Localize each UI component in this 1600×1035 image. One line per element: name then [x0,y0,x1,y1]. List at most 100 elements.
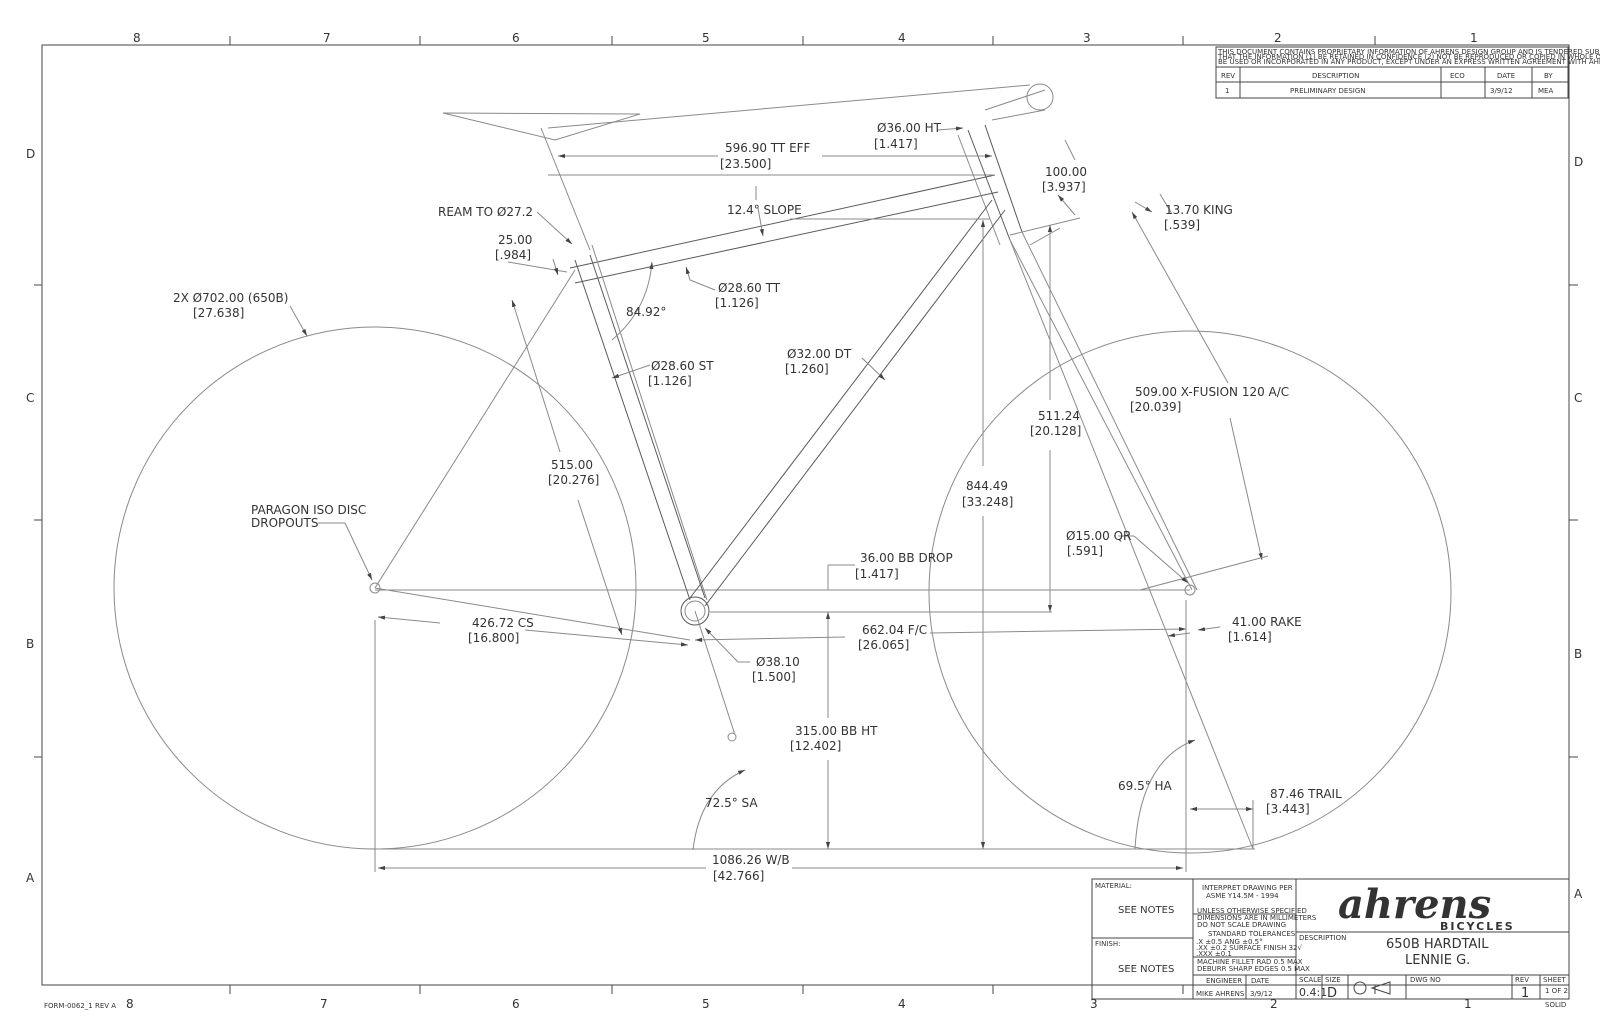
dim-tt-eff-in: [23.500] [720,157,771,171]
dim-rake: 41.00 RAKE [1232,615,1302,629]
unless-line: DIMENSIONS ARE IN MILLIMETERS [1197,914,1317,922]
dim-515: 515.00 [551,458,593,472]
front-wheel-outline [928,330,1452,854]
dim-qr: Ø15.00 QR [1066,529,1131,543]
dim-100: 100.00 [1045,165,1087,179]
zone-col-label: 8 [126,997,134,1011]
dim-fc-in: [26.065] [858,638,909,652]
interpret-line: INTERPRET DRAWING PER [1202,884,1293,892]
tol-line: .XX ±0.2 SURFACE FINISH 32√ [1196,944,1303,952]
dim-bb-drop-in: [1.417] [855,567,899,581]
brand-logo-sub: BICYCLES [1440,920,1515,933]
engineer-value: MIKE AHRENS [1196,990,1245,998]
form-id: FORM-0062_1 REV A [44,1002,116,1010]
chainstay [374,587,691,641]
dim-511-in: [20.128] [1030,424,1081,438]
rear-dropout [369,582,381,594]
size-value: D [1327,986,1337,1001]
dim-ha: 69.5° HA [1118,779,1173,793]
scale-value: 0.4:1 [1299,986,1327,999]
zone-col-label: 7 [320,997,328,1011]
dim-st-dia: Ø28.60 ST [651,359,714,373]
solid-label: SOLID [1545,1001,1566,1009]
zone-col-label: 4 [898,997,906,1011]
note-dropouts: PARAGON ISO DISC [251,503,366,517]
dim-trail-in: [3.443] [1266,802,1310,816]
eco-header: ECO [1450,72,1465,80]
zone-row-label: D [26,147,35,161]
description-label: DESCRIPTION [1299,934,1346,942]
dim-tt-dia: Ø28.60 TT [718,281,781,295]
dim-wheel-in: [27.638] [193,306,244,320]
zone-row-label: C [1574,391,1582,405]
dim-fc: 662.04 F/C [862,623,927,637]
dim-bb-ht: 315.00 BB HT [795,724,878,738]
sheet-value: 1 OF 2 [1545,987,1568,995]
dim-fork-in: [20.039] [1130,400,1181,414]
rev-value: 1 [1521,986,1529,1001]
materials-label: MATERIAL: [1095,882,1132,890]
zone-col-label: 6 [512,31,520,45]
zone-labels: 8 7 6 5 4 3 2 1 8 7 6 5 4 3 2 1 D C B A … [26,31,1583,1011]
description-header: DESCRIPTION [1312,72,1359,80]
date-value: 3/9/12 [1490,87,1513,95]
dim-qr-in: [.591] [1067,544,1103,558]
dim-511: 511.24 [1038,409,1080,423]
zone-col-label: 7 [323,31,331,45]
dim-515-in: [20.276] [548,473,599,487]
dim-king: 13.70 KING [1165,203,1233,217]
down-tube [689,199,993,599]
dim-bb-ht-in: [12.402] [790,739,841,753]
rev-value: 1 [1225,87,1229,95]
dim-ht-in: [1.417] [874,137,918,151]
dim-844-in: [33.248] [962,495,1013,509]
sight-line [547,84,1031,129]
dim-844: 844.49 [966,479,1008,493]
brand-logo: ahrens [1338,881,1491,928]
zone-col-label: 5 [702,997,710,1011]
std-tol: STANDARD TOLERANCES [1208,930,1296,938]
zone-row-label: C [26,391,34,405]
dim-bb-shell: Ø38.10 [756,655,800,669]
top-tube [569,174,996,269]
drawing-description: 650B HARDTAIL [1386,937,1489,952]
fork-leg [1009,239,1193,591]
dim-wb-in: [42.766] [713,869,764,883]
notice-line: THIS DOCUMENT CONTAINS PROPRIETARY INFOR… [1217,48,1600,56]
rev-label: REV [1515,976,1529,984]
zone-col-label: 3 [1090,997,1098,1011]
drawing-description: LENNIE G. [1405,953,1470,968]
dim-angle-8492: 84.92° [626,305,666,319]
zone-col-label: 1 [1470,31,1478,45]
dim-wb: 1086.26 W/B [712,853,790,867]
tol-line: .X ±0.5 ANG ±0.5° [1196,938,1263,946]
dim-sa: 72.5° SA [705,796,758,810]
unless-line: DO NOT SCALE DRAWING [1197,921,1286,929]
dim-trail: 87.46 TRAIL [1270,787,1342,801]
saddle-outline [442,112,641,141]
finish-value: SEE NOTES [1118,964,1174,975]
scale-label: SCALE [1299,976,1321,984]
dim-wheel: 2X Ø702.00 (650B) [173,291,288,305]
steering-axis [1009,239,1254,850]
dim-25: 25.00 [498,233,532,247]
zone-col-label: 3 [1083,31,1091,45]
dim-dt-dia: Ø32.00 DT [787,347,852,361]
bar-clamp-outline [1026,83,1054,111]
zone-row-label: A [26,871,35,885]
dim-100-in: [3.937] [1042,180,1086,194]
seatpost [540,127,591,251]
dimension-labels: 596.90 TT EFF [23.500] Ø36.00 HT [1.417]… [173,121,1342,883]
dim-cs: 426.72 CS [472,616,534,630]
bb-shell [680,596,710,626]
front-axle [1184,584,1196,596]
seat-tube [574,259,691,601]
sheet-label: SHEET [1543,976,1567,984]
zone-col-label: 1 [1464,997,1472,1011]
dim-ht: Ø36.00 HT [877,121,942,135]
notice-line: BE USED OR INCORPORATED IN ANY PRODUCT, … [1218,58,1600,66]
dim-cs-in: [16.800] [468,631,519,645]
materials-value: SEE NOTES [1118,905,1174,916]
by-header: BY [1544,72,1553,80]
dim-slope: 12.4° SLOPE [727,203,802,217]
